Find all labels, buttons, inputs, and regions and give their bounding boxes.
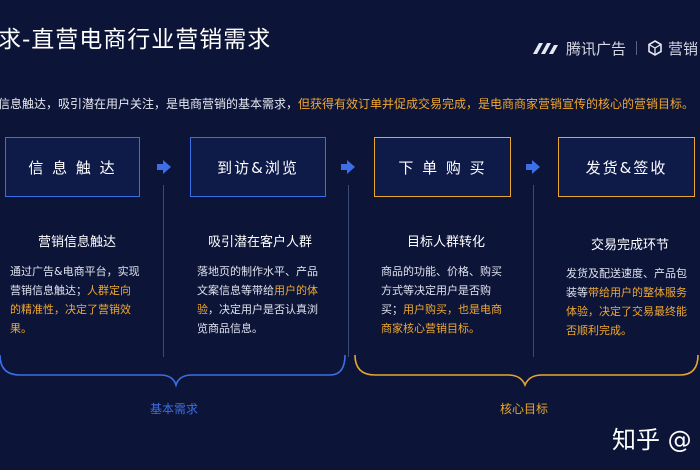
desc-highlight: 带给用户的整体服务体验，决定了交易最终能否顺利完成。 <box>566 286 687 337</box>
desc-highlight: 用户的体验 <box>197 284 318 316</box>
flow-arrow-icon <box>526 160 540 174</box>
stage-heading-order: 目标人群转化 <box>407 235 486 250</box>
tencent-ads-logo-icon <box>533 43 558 54</box>
stage-desc-delivery: 发货及配送速度、产品包装等带给用户的整体服务体验，决定了交易最终能否顺利完成。 <box>566 264 694 340</box>
flow-arrow-icon <box>341 160 355 174</box>
desc-normal: 通过广告&电商平台，实现营销信息触达； <box>10 265 140 297</box>
column-divider <box>163 185 164 357</box>
stage-heading-reach: 营销信息触达 <box>38 235 117 250</box>
column-divider <box>348 185 349 357</box>
page-title: 求-直营电商行业营销需求 <box>0 27 272 53</box>
grouping-braces <box>0 354 699 388</box>
stage-desc-reach: 通过广告&电商平台，实现营销信息触达；人群定向的精准性，决定了营销效果。 <box>10 262 140 338</box>
intro-text: 信息触达，吸引潜在用户关注，是电商营销的基本需求，但获得有效订单并促成交易完成，… <box>0 95 694 112</box>
stage-box-reach: 信 息 触 达 <box>5 137 140 197</box>
zhihu-watermark: 知乎 @ <box>612 426 692 454</box>
stage-desc-visit: 落地页的制作水平、产品文案信息等带给用户的体验，决定用户是否认真浏览商品信息。 <box>197 262 327 338</box>
stage-box-delivery: 发货&签收 <box>558 137 695 197</box>
intro-text-normal: 信息触达，吸引潜在用户关注，是电商营销的基本需求， <box>0 97 299 111</box>
desc-highlight: 用户购买，也是电商商家核心营销目标。 <box>381 303 502 335</box>
stage-box-visit: 到访&浏览 <box>190 137 326 197</box>
stage-heading-delivery: 交易完成环节 <box>591 238 670 253</box>
desc-highlight: 人群定向的精准性，决定了营销效果。 <box>10 284 131 335</box>
desc-normal: 落地页的制作水平、产品文案信息等带给 <box>197 265 318 297</box>
stage-label: 到访&浏览 <box>217 158 299 177</box>
brace-label-core: 核心目标 <box>500 402 549 416</box>
tencent-ads-logo-text: 腾讯广告 <box>566 39 627 58</box>
column-divider <box>533 185 534 357</box>
stage-box-order: 下 单 购 买 <box>374 137 511 197</box>
stage-label: 发货&签收 <box>585 158 668 177</box>
brace-label-basic: 基本需求 <box>150 402 199 416</box>
desc-tail: ，决定用户是否认真浏览商品信息。 <box>197 303 318 335</box>
stage-desc-order: 商品的功能、价格、购买方式等决定用户是否购买；用户购买，也是电商商家核心营销目标… <box>381 262 511 338</box>
second-logo-text: 营销 <box>668 39 699 58</box>
desc-normal: 商品的功能、价格、购买方式等决定用户是否购买； <box>381 265 502 316</box>
desc-normal: 发货及配送速度、产品包装等 <box>566 267 687 299</box>
flow-arrow-icon <box>157 160 171 174</box>
brand-logos: 腾讯广告 营销 <box>532 36 698 60</box>
brace-core-goal <box>354 354 699 388</box>
stage-label: 下 单 购 买 <box>398 158 487 177</box>
cube-logo-icon <box>648 40 662 56</box>
stage-label: 信 息 触 达 <box>28 158 117 177</box>
logo-divider <box>636 41 638 55</box>
stage-heading-visit: 吸引潜在客户人群 <box>208 235 313 250</box>
intro-text-highlight: 但获得有效订单并促成交易完成，是电商商家营销宣传的核心的营销目标。 <box>298 97 695 111</box>
brace-basic-need <box>0 354 346 388</box>
